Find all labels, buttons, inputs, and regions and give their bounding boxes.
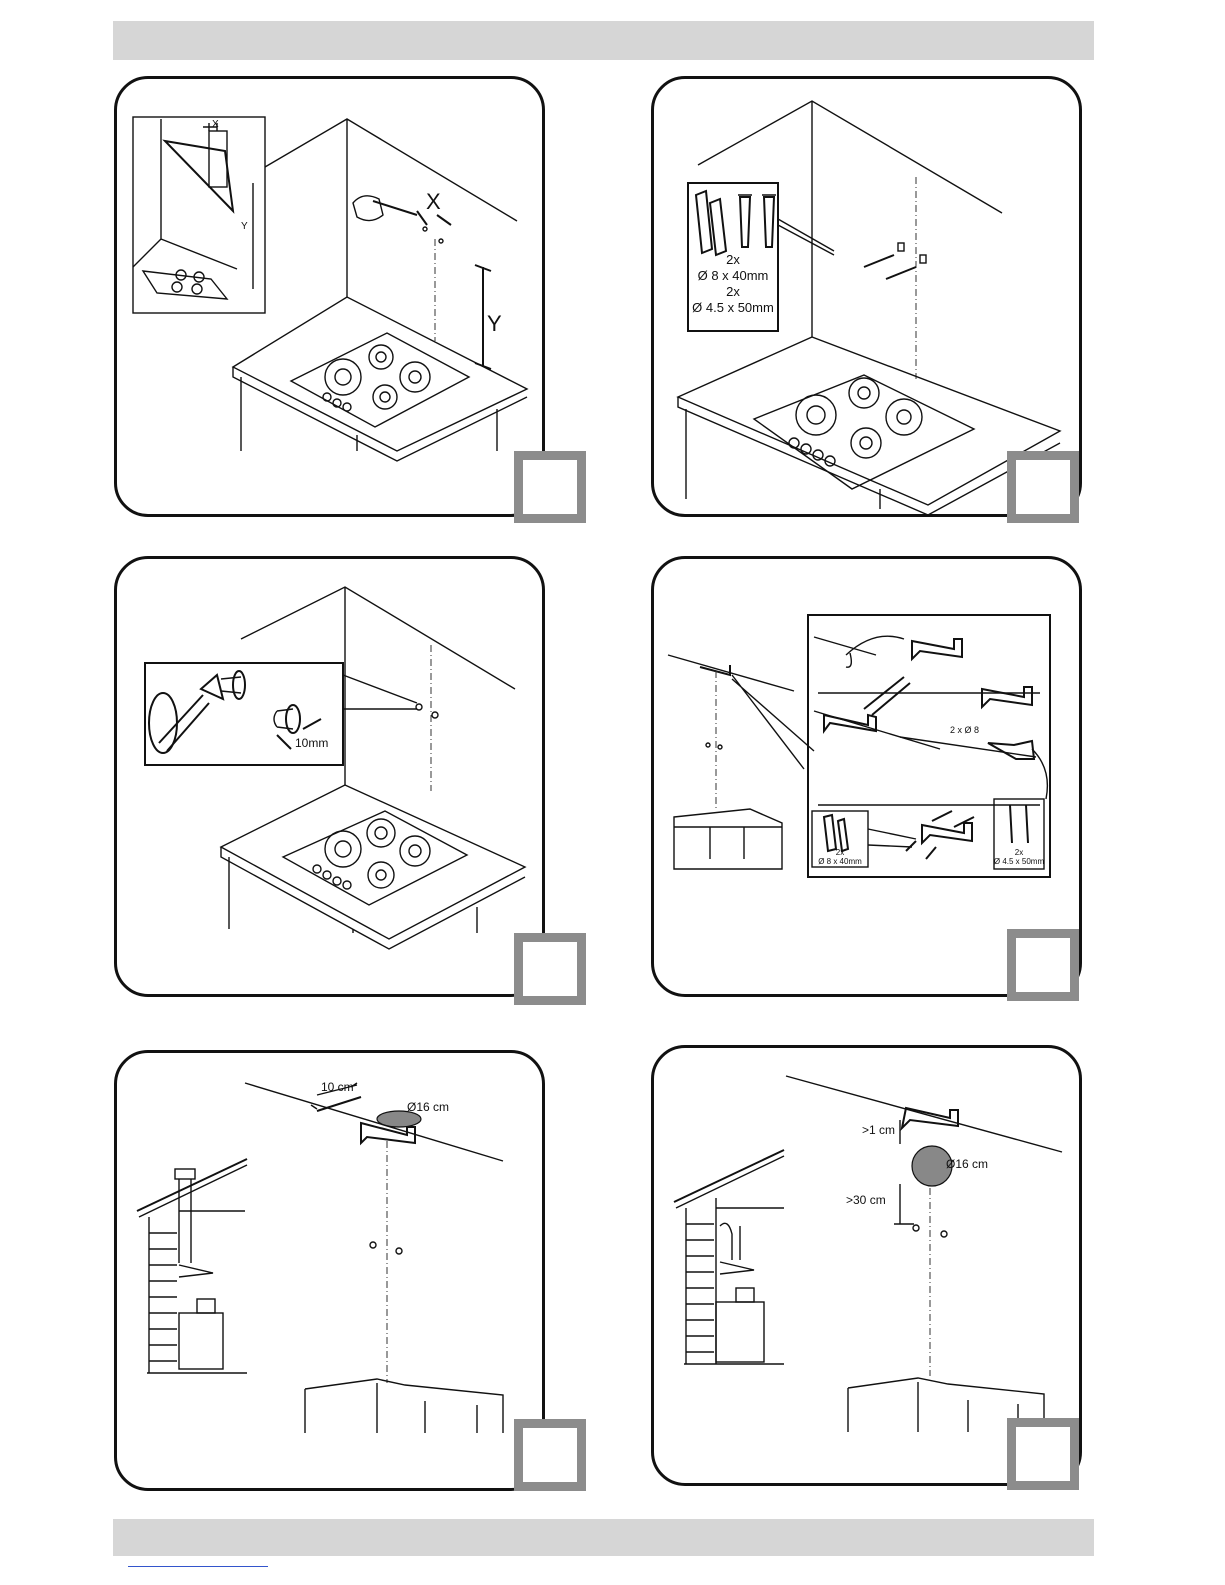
step-number-6 <box>1007 1418 1079 1490</box>
fixing-size-plugs: Ø 8 x 40mm <box>698 268 769 283</box>
drill-size-label: 2 x Ø 8 <box>950 725 979 735</box>
dimension-x-large: X <box>426 189 441 214</box>
lower-gap-label: >30 cm <box>846 1193 886 1207</box>
header-bar <box>113 21 1094 60</box>
panel-step-5: 10 cm Ø16 cm <box>114 1050 545 1491</box>
top-gap-label: >1 cm <box>862 1123 895 1137</box>
fixing-size-screws: Ø 4.5 x 50mm <box>692 300 774 315</box>
p4-fixing-size-screws: Ø 4.5 x 50mm <box>994 857 1045 866</box>
p4-fixing-size-plugs: Ø 8 x 40mm <box>818 857 862 866</box>
fixing-qty-plugs: 2x <box>726 252 740 267</box>
dimension-x-small: X <box>212 119 219 130</box>
step-number-2 <box>1007 451 1079 523</box>
illustration-screw-depth: 10mm <box>117 559 542 994</box>
screw-depth-label: 10mm <box>295 736 328 750</box>
panel-step-6: >1 cm Ø16 cm >30 cm <box>651 1045 1082 1486</box>
panel-step-3: 10mm <box>114 556 545 997</box>
step-number-3 <box>514 933 586 1005</box>
fixing-qty-screws: 2x <box>726 284 740 299</box>
illustration-duct-position: 10 cm Ø16 cm <box>117 1053 542 1488</box>
dimension-y-small: Y <box>241 221 248 232</box>
step-number-5 <box>514 1419 586 1491</box>
duct-diameter-label: Ø16 cm <box>407 1100 449 1114</box>
p4-fixing-qty-plugs: 2x <box>836 848 844 857</box>
illustration-marking-holes: X Y X Y <box>117 79 542 514</box>
illustration-wall-plugs: 2x Ø 8 x 40mm 2x Ø 4.5 x 50mm <box>654 79 1079 514</box>
dimension-y-large: Y <box>487 311 502 336</box>
step-number-1 <box>514 451 586 523</box>
step-number-4 <box>1007 929 1079 1001</box>
p4-fixing-qty-screws: 2x <box>1015 848 1023 857</box>
panel-step-2: 2x Ø 8 x 40mm 2x Ø 4.5 x 50mm <box>651 76 1082 517</box>
panel-step-1: X Y X Y <box>114 76 545 517</box>
footer-bar <box>113 1519 1094 1556</box>
p6-duct-diameter-label: Ø16 cm <box>946 1157 988 1171</box>
panel-step-4: 2 x Ø 8 2x Ø 8 x 40mm 2x Ø 4.5 x 50mm <box>651 556 1082 997</box>
footer-link-underline <box>128 1566 268 1567</box>
